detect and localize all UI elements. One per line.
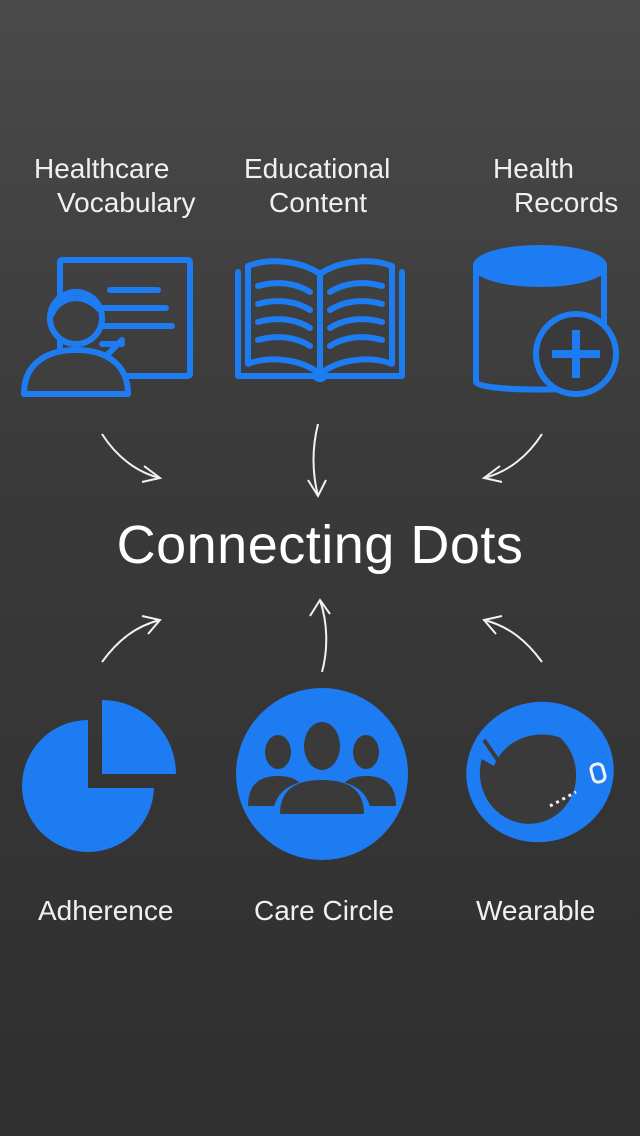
- care-circle-label: Care Circle: [254, 895, 395, 926]
- arrow-icon-top-left: [101, 433, 163, 483]
- arrow-icon-top-center: [307, 423, 327, 499]
- arrow-icon-bottom-right: [482, 615, 543, 663]
- healthcare-label-line2: Vocabulary: [57, 187, 196, 218]
- healthcare-label-line1: Healthcare: [34, 153, 170, 184]
- open-book-icon: [235, 258, 405, 382]
- adherence-label: Adherence: [38, 895, 174, 926]
- health-records-label-line2: Records: [514, 187, 619, 218]
- pie-chart-icon: [22, 700, 176, 852]
- group-people-icon: [236, 688, 408, 860]
- database-plus-icon: [473, 245, 619, 397]
- wearable-label: Wearable: [476, 895, 596, 926]
- page-title: Connecting Dots: [116, 515, 524, 575]
- arrow-icon-bottom-center: [309, 598, 331, 673]
- health-records-label-line1: Health: [493, 153, 574, 184]
- wristband-icon: [466, 701, 614, 843]
- arrow-icon-bottom-left: [101, 615, 162, 663]
- arrow-icon-top-right: [481, 433, 543, 483]
- educational-label-line2: Content: [269, 187, 368, 218]
- teacher-board-icon: [21, 257, 193, 397]
- educational-label-line1: Educational: [244, 153, 391, 184]
